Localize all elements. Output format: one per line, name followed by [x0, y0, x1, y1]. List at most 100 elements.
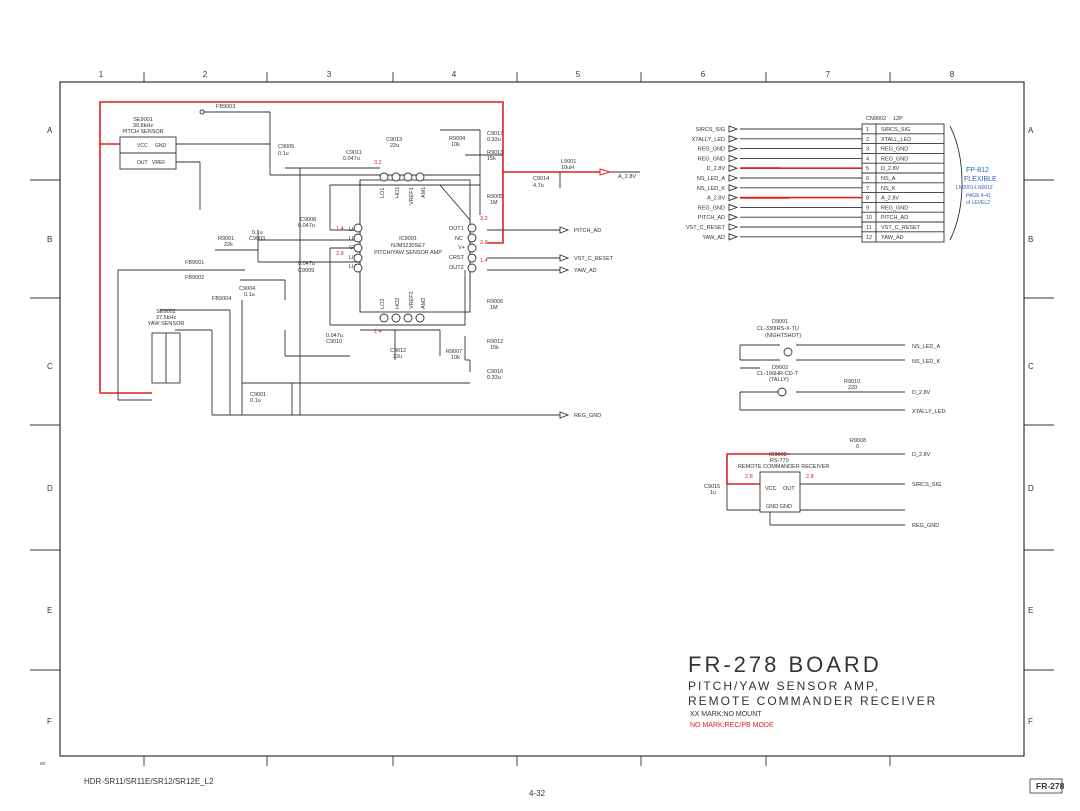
row-label: F — [1028, 717, 1033, 726]
c9016-val: 0.33u — [487, 375, 501, 381]
cn9002-pin-label: REG_GND — [881, 156, 908, 162]
col-label: 4 — [452, 70, 457, 79]
c9005-val: 0.1u — [278, 151, 289, 157]
cn9002-pin-number: 12 — [866, 235, 872, 241]
pin-vcc: VCC — [137, 143, 148, 149]
r9012-ref: R9012 — [487, 339, 503, 345]
cn9002-pin-label: YAW_AD — [881, 235, 904, 241]
cn9002-net-arrow — [728, 213, 739, 221]
board-note-1: XX MARK:NO MOUNT — [690, 711, 762, 718]
r9007-val: 10k — [451, 355, 460, 361]
r9006-val: 1M — [490, 305, 498, 311]
row-label: C — [47, 362, 53, 371]
board-subtitle-2: REMOTE COMMANDER RECEIVER — [688, 694, 937, 708]
r9010-ref: R9010 — [844, 379, 860, 385]
c9011-ref: C9011 — [346, 150, 362, 156]
cn9002-pin-number: 9 — [866, 205, 869, 211]
cn9002-net-arrow — [728, 193, 739, 202]
col-label: 5 — [576, 70, 581, 79]
voltage-reading: 1.4 — [480, 258, 488, 264]
column-dividers — [143, 72, 891, 766]
col-label: 8 — [950, 70, 955, 79]
c9001-val: 0.1u — [250, 398, 261, 404]
se9002-ref: SE9002 — [156, 309, 176, 315]
voltage-reading: 2.8 — [336, 251, 344, 257]
row-label: B — [47, 235, 52, 244]
fb9002-label: FB9002 — [185, 275, 204, 281]
rx-pin-vcc: VCC — [765, 486, 777, 492]
cn9002-type: 12P — [893, 116, 903, 122]
r9007-ref: R9007 — [446, 349, 462, 355]
r9008-ref: R9008 — [850, 438, 866, 444]
c9003-val: 0.1u — [252, 230, 263, 236]
cn9002-net-arrow — [728, 203, 739, 212]
pin-crst: CRST — [449, 255, 465, 261]
wiring — [117, 111, 905, 526]
fb9001-label: FB9001 — [185, 260, 204, 266]
a28v-label: A_2.8V — [618, 174, 636, 180]
cn9002-pin-number: 10 — [866, 215, 872, 221]
cn9002-pin-number: 6 — [866, 176, 869, 182]
row-label: B — [1028, 235, 1033, 244]
ns-led-k-label: NS_LED_K — [912, 359, 940, 365]
board-code-box — [1029, 778, 1063, 794]
row-label: F — [47, 717, 52, 726]
cn9002-net-label: REG_GND — [698, 147, 725, 153]
r9006-ref: R9006 — [487, 299, 503, 305]
rx-reg-gnd-label: REG_GND — [912, 523, 939, 529]
cn9002-net-arrow — [728, 144, 739, 153]
c9017-ref: C9017 — [487, 131, 503, 137]
pitch-ad-label: PITCH_AD — [574, 228, 601, 234]
c9011-val: 0.047u — [343, 156, 360, 162]
pin-vref2: VREF2 — [409, 291, 415, 309]
cn9002-pin-label: REG_GND — [881, 205, 908, 211]
cn9002-name: CN9002 — [866, 116, 886, 122]
led-tally — [777, 387, 787, 397]
cn9002-pin-number: 3 — [866, 147, 869, 153]
row-label: D — [47, 484, 53, 493]
d9002-part: CL-196HR-CD-T — [757, 371, 799, 377]
row-label: A — [1028, 126, 1034, 135]
cn9002-pin-label: NS_K — [881, 186, 896, 192]
cn9002-net-arrow — [728, 184, 739, 192]
r9004-ref: R9004 — [449, 136, 465, 142]
ic-pin-circles — [353, 172, 477, 323]
rx-pin-gnd: GND GND — [766, 504, 792, 510]
ic9001-part: NJM3230SE7 — [391, 243, 425, 249]
cn9002-net-arrow — [728, 174, 739, 182]
cn9002-pin-number: 1 — [866, 127, 869, 133]
c9008-ref: C9008 — [300, 217, 316, 223]
c9014-ref: C9014 — [533, 176, 549, 182]
pin-out: OUT — [137, 160, 148, 166]
yaw-ad-label: YAW_AD — [574, 268, 597, 274]
c9010-val: 0.047u — [326, 333, 343, 339]
pin-gnd: GND — [155, 143, 167, 149]
cn9002-pin-label: VST_C_RESET — [881, 225, 921, 231]
pin-nc: NC — [455, 236, 463, 242]
pin-am1: AM1 — [421, 187, 427, 198]
l9001-val: 10uH — [561, 165, 574, 171]
voltage-reading: 1.4 — [374, 329, 382, 335]
led-nightshot — [783, 347, 793, 357]
c9013-ref: C9013 — [386, 137, 402, 143]
col-label: 7 — [826, 70, 831, 79]
pin-out1: OUT1 — [449, 226, 464, 232]
c9008-val: 0.047u — [298, 223, 315, 229]
pin-ho1: HO1 — [395, 187, 401, 198]
ic9002-body — [759, 471, 801, 513]
rx-pin-out: OUT — [783, 486, 795, 492]
c9016-ref: C9016 — [487, 369, 503, 375]
ic9002-part: RS-770 — [770, 458, 789, 464]
pin-am2: AM2 — [421, 298, 427, 309]
pin-lo1: LO1 — [380, 188, 386, 198]
d9001-ref: D9001 — [772, 319, 788, 325]
pin-vref: VREF — [152, 160, 165, 166]
row-label: E — [1028, 606, 1033, 615]
cn9002-net-label: NS_LED_A — [697, 176, 725, 182]
cn9002-pin-label: D_2.8V — [881, 166, 900, 172]
d9001-part: CL-330IRS-X-TU — [757, 326, 799, 332]
voltage-reading: 2.8 — [480, 240, 488, 246]
r9005-val: 1M — [490, 200, 498, 206]
ferrite-bead — [199, 109, 205, 115]
